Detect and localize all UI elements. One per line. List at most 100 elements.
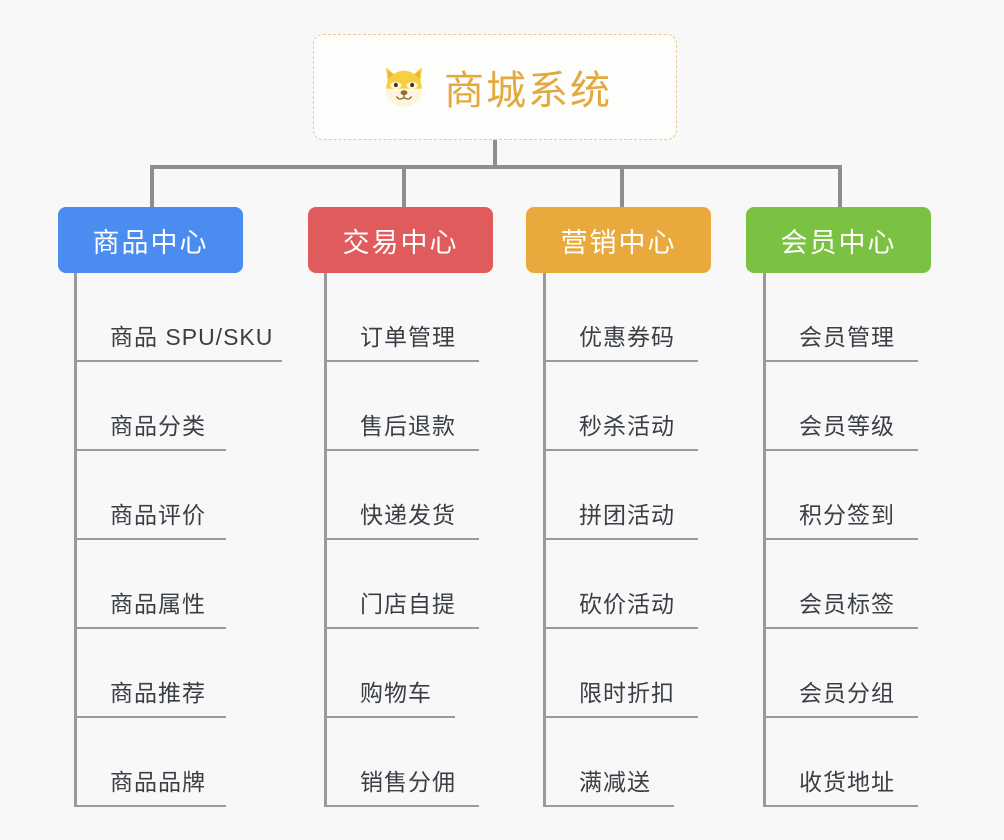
category-label: 商品中心 — [92, 227, 209, 258]
leaf-underline — [763, 627, 918, 629]
leaf-item-label: 售后退款 — [360, 413, 456, 439]
branch-trunk-line — [74, 273, 77, 807]
leaf-item-label: 限时折扣 — [579, 680, 675, 706]
leaf-item[interactable]: 积分签到 — [763, 451, 931, 540]
category-header-1[interactable]: 商品中心 — [58, 207, 243, 273]
leaf-item-label: 拼团活动 — [579, 502, 675, 528]
leaf-underline — [763, 449, 918, 451]
leaf-item[interactable]: 商品推荐 — [74, 629, 243, 718]
branch-trunk-line — [324, 273, 327, 807]
leaf-list: 会员管理会员等级积分签到会员标签会员分组收货地址 — [763, 273, 931, 807]
leaf-underline — [543, 360, 698, 362]
leaf-underline — [74, 449, 226, 451]
leaf-underline — [74, 360, 282, 362]
leaf-item[interactable]: 拼团活动 — [543, 451, 711, 540]
leaf-item-label: 快递发货 — [360, 502, 456, 528]
connector-drop-3 — [620, 165, 624, 209]
leaf-item-label: 商品属性 — [110, 591, 206, 617]
leaf-item[interactable]: 秒杀活动 — [543, 362, 711, 451]
leaf-item[interactable]: 售后退款 — [324, 362, 493, 451]
leaf-underline — [324, 449, 479, 451]
branch-trunk-line — [543, 273, 546, 807]
leaf-underline — [324, 538, 479, 540]
category-label: 会员中心 — [780, 227, 897, 258]
leaf-item[interactable]: 收货地址 — [763, 718, 931, 807]
leaf-item-label: 积分签到 — [799, 502, 895, 528]
leaf-item[interactable]: 商品评价 — [74, 451, 243, 540]
category-column: 商品中心商品 SPU/SKU 商品分类商品评价商品属性商品推荐商品品牌 — [58, 207, 282, 807]
leaf-item-label: 砍价活动 — [579, 591, 675, 617]
leaf-item[interactable]: 门店自提 — [324, 540, 493, 629]
connector-drop-4 — [838, 165, 842, 209]
leaf-list: 订单管理售后退款快递发货门店自提购物车销售分佣 — [324, 273, 493, 807]
leaf-item[interactable]: 商品品牌 — [74, 718, 243, 807]
leaf-list: 优惠券码秒杀活动拼团活动砍价活动限时折扣满减送 — [543, 273, 711, 807]
leaf-item-label: 会员分组 — [799, 680, 895, 706]
leaf-item-label: 优惠券码 — [579, 324, 675, 350]
connector-horizontal-bus — [150, 165, 840, 169]
leaf-list: 商品 SPU/SKU 商品分类商品评价商品属性商品推荐商品品牌 — [74, 273, 282, 807]
leaf-item-label: 会员管理 — [799, 324, 895, 350]
leaf-item-label: 商品分类 — [110, 413, 206, 439]
leaf-item-label: 会员等级 — [799, 413, 895, 439]
leaf-item-label: 销售分佣 — [360, 769, 456, 795]
leaf-item[interactable]: 订单管理 — [324, 273, 493, 362]
leaf-underline — [324, 716, 455, 718]
branch-trunk-line — [763, 273, 766, 807]
leaf-item[interactable]: 会员标签 — [763, 540, 931, 629]
leaf-item[interactable]: 快递发货 — [324, 451, 493, 540]
connector-drop-2 — [402, 165, 406, 209]
leaf-underline — [543, 627, 698, 629]
leaf-item[interactable]: 购物车 — [324, 629, 493, 718]
leaf-item[interactable]: 销售分佣 — [324, 718, 493, 807]
leaf-item[interactable]: 会员分组 — [763, 629, 931, 718]
leaf-underline — [763, 538, 918, 540]
leaf-item[interactable]: 砍价活动 — [543, 540, 711, 629]
category-column: 交易中心订单管理售后退款快递发货门店自提购物车销售分佣 — [308, 207, 493, 807]
root-node[interactable]: 商城系统 — [313, 34, 677, 140]
category-column: 营销中心优惠券码秒杀活动拼团活动砍价活动限时折扣满减送 — [526, 207, 711, 807]
connector-root-stem — [493, 140, 497, 168]
leaf-underline — [74, 805, 226, 807]
root-title: 商城系统 — [444, 69, 612, 113]
category-header-4[interactable]: 会员中心 — [746, 207, 931, 273]
leaf-item-label: 购物车 — [360, 680, 432, 706]
leaf-item[interactable]: 会员管理 — [763, 273, 931, 362]
leaf-item[interactable]: 商品属性 — [74, 540, 243, 629]
leaf-underline — [543, 449, 698, 451]
leaf-item-label: 商品 SPU/SKU — [110, 324, 274, 350]
leaf-item-label: 秒杀活动 — [579, 413, 675, 439]
category-header-2[interactable]: 交易中心 — [308, 207, 493, 273]
leaf-underline — [543, 538, 698, 540]
leaf-item[interactable]: 限时折扣 — [543, 629, 711, 718]
leaf-underline — [543, 805, 674, 807]
leaf-item[interactable]: 商品分类 — [74, 362, 243, 451]
leaf-item-label: 商品推荐 — [110, 680, 206, 706]
category-column: 会员中心会员管理会员等级积分签到会员标签会员分组收货地址 — [746, 207, 931, 807]
shiba-dog-face-icon — [378, 61, 430, 113]
leaf-underline — [324, 627, 479, 629]
category-header-3[interactable]: 营销中心 — [526, 207, 711, 273]
leaf-underline — [763, 360, 918, 362]
leaf-underline — [74, 627, 226, 629]
leaf-item-label: 收货地址 — [799, 769, 895, 795]
leaf-item-label: 商品评价 — [110, 502, 206, 528]
leaf-item-label: 订单管理 — [360, 324, 456, 350]
leaf-item[interactable]: 会员等级 — [763, 362, 931, 451]
leaf-item-label: 门店自提 — [360, 591, 456, 617]
leaf-underline — [74, 716, 226, 718]
leaf-underline — [763, 716, 918, 718]
leaf-item-label: 满减送 — [579, 769, 651, 795]
category-label: 营销中心 — [560, 227, 677, 258]
leaf-underline — [324, 805, 479, 807]
connector-drop-1 — [150, 165, 154, 209]
leaf-item[interactable]: 商品 SPU/SKU — [74, 273, 282, 362]
leaf-item-label: 会员标签 — [799, 591, 895, 617]
leaf-underline — [324, 360, 479, 362]
leaf-item[interactable]: 优惠券码 — [543, 273, 711, 362]
leaf-underline — [763, 805, 918, 807]
leaf-underline — [74, 538, 226, 540]
leaf-item-label: 商品品牌 — [110, 769, 206, 795]
leaf-item[interactable]: 满减送 — [543, 718, 711, 807]
